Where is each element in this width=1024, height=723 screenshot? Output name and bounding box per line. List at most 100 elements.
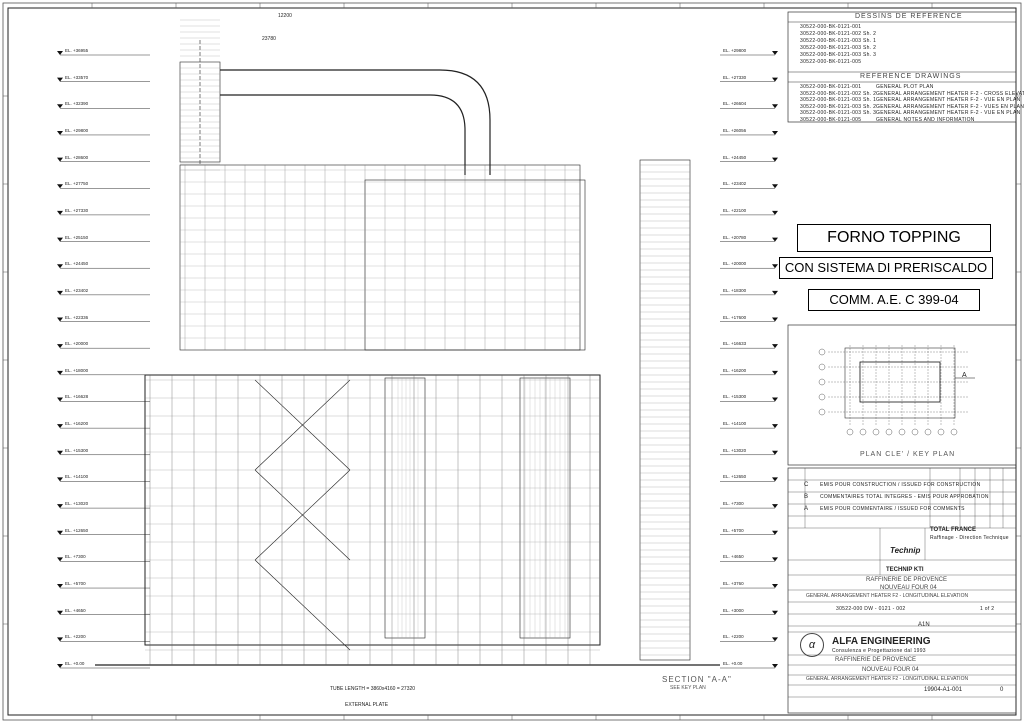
elevation-label: EL. +15300	[65, 447, 89, 453]
elevation-label: EL. +4650	[65, 607, 86, 613]
reference-row: 30522-000-BK-0121-001	[800, 24, 862, 30]
elevation-label: EL. +13020	[723, 447, 747, 453]
elevation-label: EL. +27330	[723, 74, 747, 80]
elevation-label: EL. +26604	[723, 101, 747, 107]
client-name: TOTAL FRANCE	[930, 527, 976, 533]
elevation-label: EL. +20780	[723, 234, 747, 240]
convection-section	[179, 164, 581, 351]
commission-box: COMM. A.E. C 399-04	[808, 289, 980, 311]
key-plan-arrow: A	[962, 372, 967, 379]
elevation-marker	[57, 610, 63, 615]
alfa-sub: Consulenza e Progettazione dal 1993	[832, 648, 926, 654]
elevation-label: EL. +26056	[723, 127, 747, 133]
elevation-label: EL. +2200	[65, 634, 86, 640]
elevation-marker	[772, 210, 778, 215]
unit-name: NOUVEAU FOUR 04	[880, 585, 937, 591]
reference-drawing-code: 30522-000-BK-0121-005	[800, 116, 862, 123]
reference-row: 30522-000-BK-0121-002 Sh. 2	[800, 31, 877, 37]
elevation-label: EL. +27750	[65, 181, 89, 187]
key-plan-frame	[787, 324, 1017, 466]
elevation-label: EL. +14100	[65, 474, 89, 480]
dim-external: EXTERNAL PLATE	[345, 702, 389, 708]
elevation-label: EL. +36955	[65, 48, 89, 53]
elevation-label: EL. +14100	[723, 421, 747, 427]
reference-drawings-header: REFERENCE DRAWINGS	[860, 73, 962, 80]
elevation-marker	[772, 610, 778, 615]
revision-letter: B	[804, 494, 809, 500]
revision-text: COMMENTAIRES TOTAL INTEGRES - EMIS POUR …	[820, 494, 989, 500]
elevation-marker	[772, 104, 778, 109]
elevation-label: EL. +7300	[723, 501, 744, 507]
elevation-marker	[57, 530, 63, 535]
elevation-label: EL. +17600	[723, 314, 747, 320]
elevation-label: EL. +27330	[65, 207, 89, 213]
elevation-marker	[57, 104, 63, 109]
elevation-label: EL. +20000	[65, 341, 89, 347]
reference-drawing-desc: GENERAL ARRANGEMENT HEATER F-2 - VUES EN…	[876, 103, 1024, 110]
dim-top: 12200	[278, 13, 292, 19]
title-block-frame	[787, 467, 1017, 714]
elevation-marker	[772, 424, 778, 429]
reference-drawing-desc: GENERAL ARRANGEMENT HEATER F-2 - VUE EN …	[876, 97, 1021, 103]
elevation-marker	[772, 184, 778, 189]
elevation-label: EL. +23402	[723, 181, 747, 187]
elevation-label: EL. +22100	[723, 207, 747, 213]
reference-drawing-code: 30522-000-BK-0121-002 Sh. 2	[800, 90, 877, 97]
main-title: FORNO TOPPING	[797, 224, 991, 252]
elevation-label: EL. +16200	[65, 421, 89, 427]
elevation-marker	[772, 237, 778, 242]
elevation-marker	[772, 317, 778, 322]
preheater-box	[364, 179, 586, 351]
reference-table-frame	[787, 11, 1017, 123]
elevation-label: EL. +23402	[65, 287, 89, 293]
elevation-marker	[57, 504, 63, 509]
elevation-label: EL. +20000	[723, 261, 747, 267]
title-block-grid	[788, 468, 1016, 698]
elevation-marker	[772, 264, 778, 269]
elevation-label: EL. +13020	[65, 501, 89, 507]
elevation-marker	[57, 344, 63, 349]
elevation-marker	[57, 584, 63, 589]
revision-letter: A	[804, 506, 809, 512]
elevation-label: EL. +4650	[723, 554, 744, 560]
reference-drawing-code: 30522-000-BK-0121-003 Sh. 1	[800, 97, 877, 103]
elevation-marker	[772, 77, 778, 82]
alfa-description: GENERAL ARRANGEMENT HEATER F2 - LONGITUD…	[806, 676, 969, 682]
elevation-label: EL. +7300	[65, 554, 86, 560]
elevation-label: EL. +2200	[723, 634, 744, 640]
elevation-label: EL. +16633	[723, 341, 747, 347]
dim-mid: 23780	[262, 36, 276, 42]
subtitle-box: CON SISTEMA DI PRERISCALDO	[779, 257, 993, 279]
elevation-marker	[57, 210, 63, 215]
elevation-marker	[772, 397, 778, 402]
revision-text: EMIS POUR COMMENTAIRE / ISSUED FOR COMME…	[820, 506, 965, 512]
elevation-label: EL. +25150	[65, 234, 89, 240]
heater-structure	[95, 40, 720, 666]
elevation-label: EL. +18300	[723, 287, 747, 293]
sheet-size: A1N	[918, 622, 930, 628]
dim-bottom: TUBE LENGTH = 3860x4160 = 27320	[330, 686, 416, 692]
reference-row: 30522-000-BK-0121-003 Sh. 3	[800, 52, 877, 58]
alfa-refinery: RAFFINERIE DE PROVENCE	[835, 657, 917, 663]
elevation-marker	[57, 664, 63, 668]
alfa-name: ALFA ENGINEERING	[832, 636, 931, 647]
elevation-label: EL. +0.00	[65, 661, 85, 666]
reference-drawing-desc: GENERAL NOTES AND INFORMATION	[876, 116, 975, 123]
elevation-marker	[772, 344, 778, 349]
refinery-name: RAFFINERIE DE PROVENCE	[866, 577, 948, 583]
elevation-label: EL. +0.00	[723, 661, 743, 666]
elevation-label: EL. +24450	[723, 154, 747, 160]
key-plan-drawing	[818, 345, 975, 436]
elevation-marker	[57, 637, 63, 642]
border-ticks	[3, 3, 1021, 720]
elevation-label: EL. +29800	[723, 48, 747, 53]
reference-drawing-code: 30522-000-BK-0121-003 Sh. 2	[800, 103, 877, 110]
reference-drawing-desc: GENERAL ARRANGEMENT HEATER F-2 - VUE EN …	[876, 110, 1021, 116]
elevation-label: EL. +3000	[723, 607, 744, 613]
section-label: SECTION "A-A"	[662, 675, 732, 684]
reference-drawing-desc: GENERAL ARRANGEMENT HEATER F-2 - CROSS E…	[876, 90, 1024, 97]
section-sub: SEE KEY PLAN	[670, 685, 706, 691]
doc-number: 30522-000 DW - 0121 - 002	[836, 606, 906, 612]
alfa-unit: NOUVEAU FOUR 04	[862, 667, 919, 673]
